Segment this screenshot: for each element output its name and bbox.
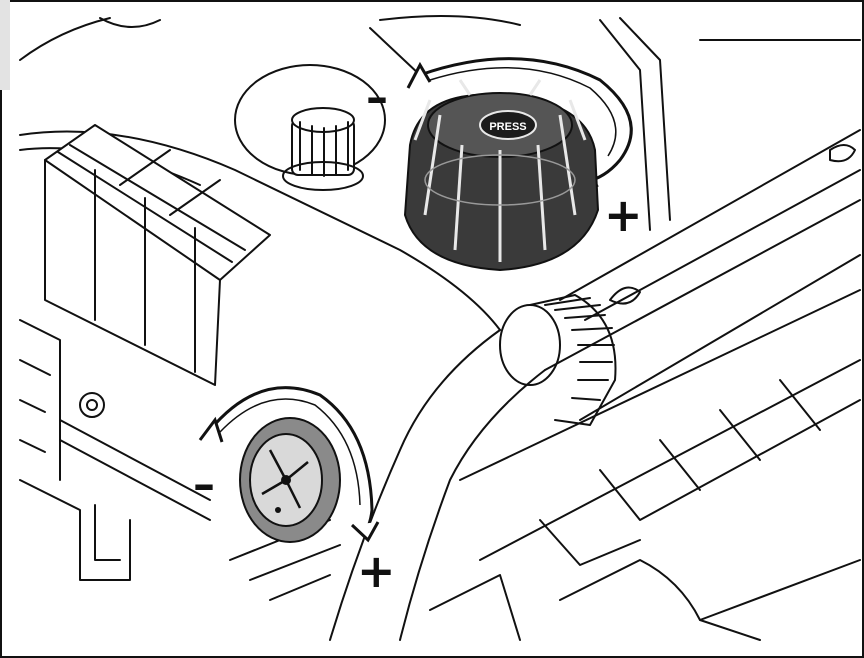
vent-block: [44, 124, 271, 386]
increase-sign-top: +: [604, 188, 643, 242]
spray-adjust-dial: [239, 417, 341, 543]
pressure-knob: PRESS: [403, 79, 600, 272]
gear-shaft: [234, 64, 386, 191]
body-top-edge: [19, 130, 501, 331]
ribbed-housing: [429, 289, 861, 641]
decrease-sign-bottom: –: [193, 459, 215, 510]
hose-coupling: [499, 294, 617, 426]
nut-right: [609, 286, 641, 305]
rotation-arrow-bottom: [198, 386, 380, 543]
bolt-left: [79, 392, 105, 418]
knob-press-label: PRESS: [489, 121, 526, 133]
decrease-sign-top: –: [366, 72, 388, 123]
sidebar-tab: [0, 0, 10, 90]
housing-edge: [19, 17, 111, 61]
hose: [329, 199, 861, 641]
increase-sign-bottom: +: [357, 544, 396, 598]
